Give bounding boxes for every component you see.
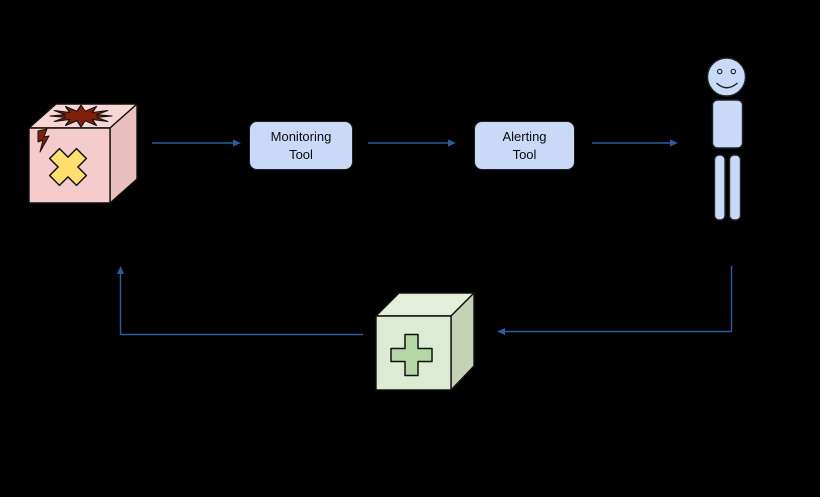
arrowhead-to-system <box>117 266 124 274</box>
arrow-fix-to-system <box>119 274 363 336</box>
arrowhead-to-fix <box>497 328 505 335</box>
person-head <box>706 57 747 97</box>
lightning-icon <box>37 128 50 153</box>
explosion-icon <box>49 104 113 128</box>
error-x-icon <box>48 147 88 187</box>
broken-system-cube-icon <box>28 103 138 204</box>
person-smile <box>716 82 738 89</box>
fix-cube-icon <box>375 292 475 391</box>
person-icon <box>706 57 747 221</box>
connectors <box>119 142 733 336</box>
arrowhead-to-monitoring <box>233 139 241 147</box>
plus-icon <box>390 333 433 377</box>
alerting-tool-label-line1: Alerting <box>502 128 547 144</box>
person-eye-left <box>716 68 723 75</box>
arrowheads <box>117 139 678 335</box>
alerting-tool-label-line2: Tool <box>512 146 537 162</box>
person-leg-left <box>713 154 726 221</box>
arrowhead-to-operator <box>670 139 678 147</box>
person-leg-right <box>728 154 742 221</box>
arrow-operator-to-fix <box>504 266 733 333</box>
monitoring-tool-node: Monitoring Tool <box>249 121 353 170</box>
arrowhead-to-alerting <box>448 139 456 147</box>
person-eye-right <box>730 68 737 75</box>
alerting-tool-node: Alerting Tool <box>474 121 575 170</box>
monitoring-tool-label-line2: Tool <box>289 146 313 162</box>
person-body <box>711 99 744 149</box>
monitoring-tool-label-line1: Monitoring <box>270 128 332 144</box>
